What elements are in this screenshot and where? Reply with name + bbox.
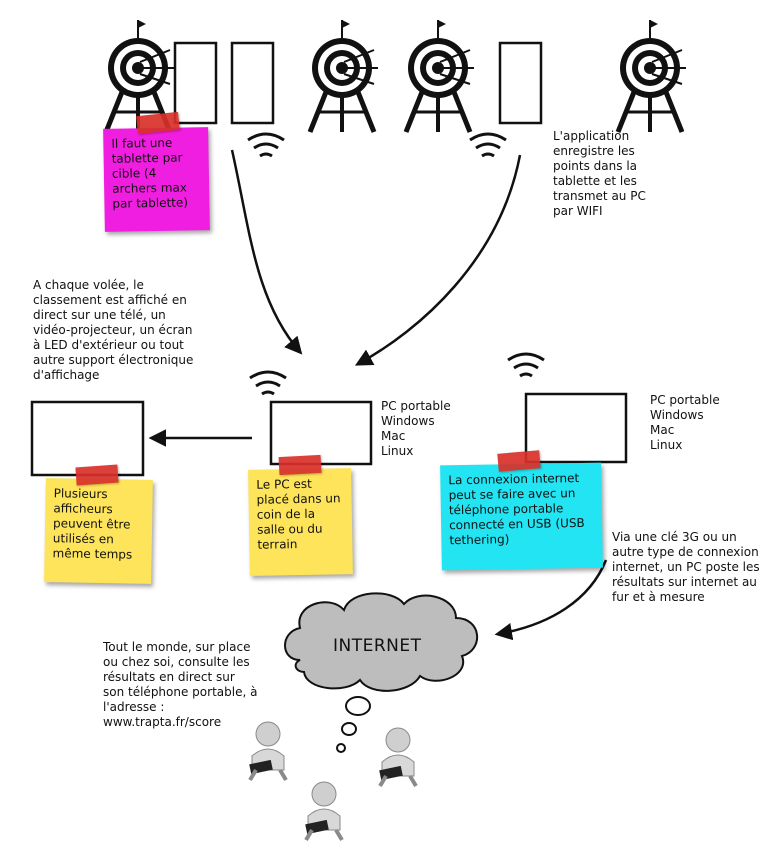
tape <box>278 454 322 476</box>
wifi-icon <box>468 132 508 158</box>
person-with-phone-icon <box>303 780 344 842</box>
wifi-icon <box>248 370 288 396</box>
tablet-icon <box>498 41 543 125</box>
text-pc-os-1: PC portable Windows Mac Linux <box>381 399 451 458</box>
laptop-screen-icon <box>269 400 373 466</box>
arrow-icon <box>230 149 303 355</box>
arrow-icon <box>354 154 522 366</box>
wifi-icon <box>246 132 286 158</box>
text-everyone-consults: Tout le monde, sur place ou chez soi, co… <box>103 640 258 729</box>
cloud-icon <box>284 592 479 753</box>
person-with-phone-icon <box>247 720 288 782</box>
note-multiple-displays: Plusieurs afficheurs peuvent être utilis… <box>44 478 153 584</box>
wifi-icon <box>506 352 546 378</box>
note-usb-connection: La connexion internet peut se faire avec… <box>440 462 603 571</box>
person-with-phone-icon <box>377 726 418 788</box>
cloud-label: INTERNET <box>333 636 422 656</box>
tape <box>497 450 541 472</box>
text-pc-os-2: PC portable Windows Mac Linux <box>650 393 720 452</box>
arrow-icon <box>494 559 608 641</box>
note-pc-placement: Le PC est placé dans un coin de la salle… <box>248 468 353 576</box>
archery-target-icon <box>310 20 378 132</box>
tablet-icon <box>230 41 275 125</box>
display-icon <box>30 400 145 477</box>
archery-target-icon <box>618 20 686 132</box>
text-app-records: L'application enregistre les points dans… <box>553 129 646 218</box>
text-connection-3g: Via une clé 3G ou un autre type de conne… <box>612 530 760 604</box>
archery-target-icon <box>406 20 474 132</box>
tablet-icon <box>173 41 218 125</box>
laptop-screen-icon <box>524 392 628 464</box>
text-ranking-display: A chaque volée, le classement est affich… <box>33 278 194 382</box>
tape <box>75 464 119 486</box>
note-tablet-per-target: Il faut une tablette par cible (4 archer… <box>103 127 210 232</box>
